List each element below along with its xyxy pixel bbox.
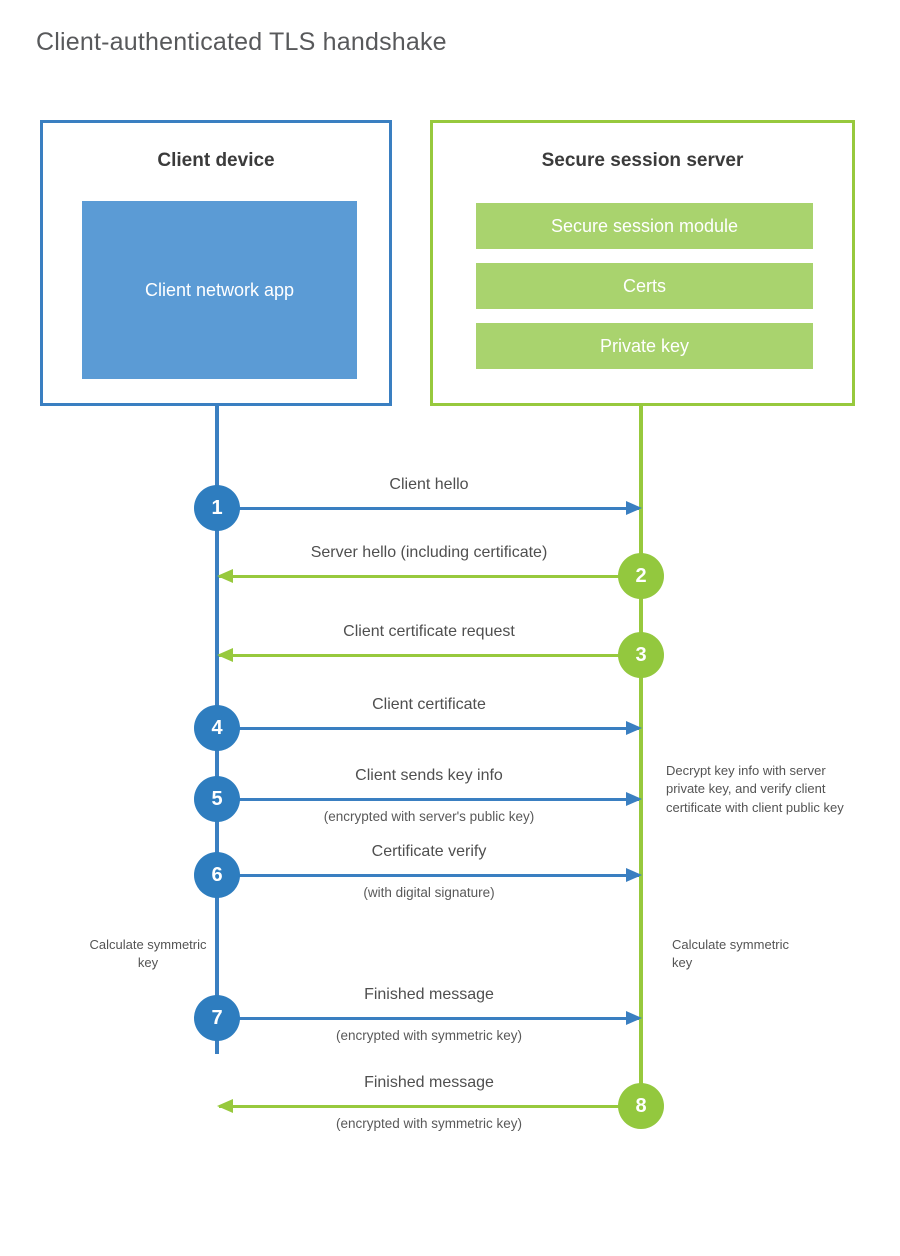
step-badge-5[interactable]: 5 — [194, 776, 240, 822]
step-badge-8[interactable]: 8 — [618, 1083, 664, 1129]
message-sublabel: (encrypted with symmetric key) — [335, 1116, 523, 1131]
server-component-certs: Certs — [476, 263, 813, 309]
message-label: Finished message — [364, 1074, 494, 1091]
page-title: Client-authenticated TLS handshake — [36, 28, 447, 56]
arrow-left-icon — [217, 648, 233, 662]
message-arrow-line — [217, 1017, 639, 1020]
secure-session-server-title: Secure session server — [541, 150, 744, 171]
message-label: Certificate verify — [371, 843, 487, 860]
server-component-secure-session-module: Secure session module — [476, 203, 813, 249]
arrow-right-icon — [626, 868, 642, 882]
message-arrow-line — [217, 507, 639, 510]
note-calculate-symmetric-key-client: Calculate symmetric key — [89, 937, 207, 971]
arrow-right-icon — [626, 721, 642, 735]
server-lifeline — [639, 406, 643, 1106]
message-sublabel: (with digital signature) — [363, 885, 495, 900]
message-label: Client certificate request — [343, 623, 515, 640]
message-sublabel: (encrypted with server's public key) — [323, 809, 535, 824]
arrow-right-icon — [626, 792, 642, 806]
note-calculate-symmetric-key-server: Calculate symmetric key — [672, 937, 790, 971]
message-arrow-line — [217, 798, 639, 801]
note-decrypt-key-info: Decrypt key info with server private key… — [666, 763, 844, 815]
client-device-title: Client device — [157, 150, 275, 171]
message-arrow-line — [219, 654, 641, 657]
secure-session-server-box: Secure session server Secure session mod… — [430, 120, 855, 406]
step-badge-1[interactable]: 1 — [194, 485, 240, 531]
arrow-left-icon — [217, 1099, 233, 1113]
server-component-private-key: Private key — [476, 323, 813, 369]
step-badge-2[interactable]: 2 — [618, 553, 664, 599]
message-label: Client certificate — [372, 696, 486, 713]
message-arrow-line — [219, 1105, 641, 1108]
client-network-app-block: Client network app — [82, 201, 357, 379]
step-badge-4[interactable]: 4 — [194, 705, 240, 751]
step-badge-7[interactable]: 7 — [194, 995, 240, 1041]
client-device-box: Client device Client network app — [40, 120, 392, 406]
message-arrow-line — [217, 727, 639, 730]
message-sublabel: (encrypted with symmetric key) — [335, 1028, 523, 1043]
arrow-left-icon — [217, 569, 233, 583]
message-label: Finished message — [364, 986, 494, 1003]
step-badge-3[interactable]: 3 — [618, 632, 664, 678]
message-label: Client sends key info — [355, 767, 503, 784]
message-arrow-line — [217, 874, 639, 877]
message-label: Client hello — [389, 476, 469, 493]
arrow-right-icon — [626, 1011, 642, 1025]
step-badge-6[interactable]: 6 — [194, 852, 240, 898]
message-arrow-line — [219, 575, 641, 578]
message-label: Server hello (including certificate) — [310, 544, 548, 561]
arrow-right-icon — [626, 501, 642, 515]
